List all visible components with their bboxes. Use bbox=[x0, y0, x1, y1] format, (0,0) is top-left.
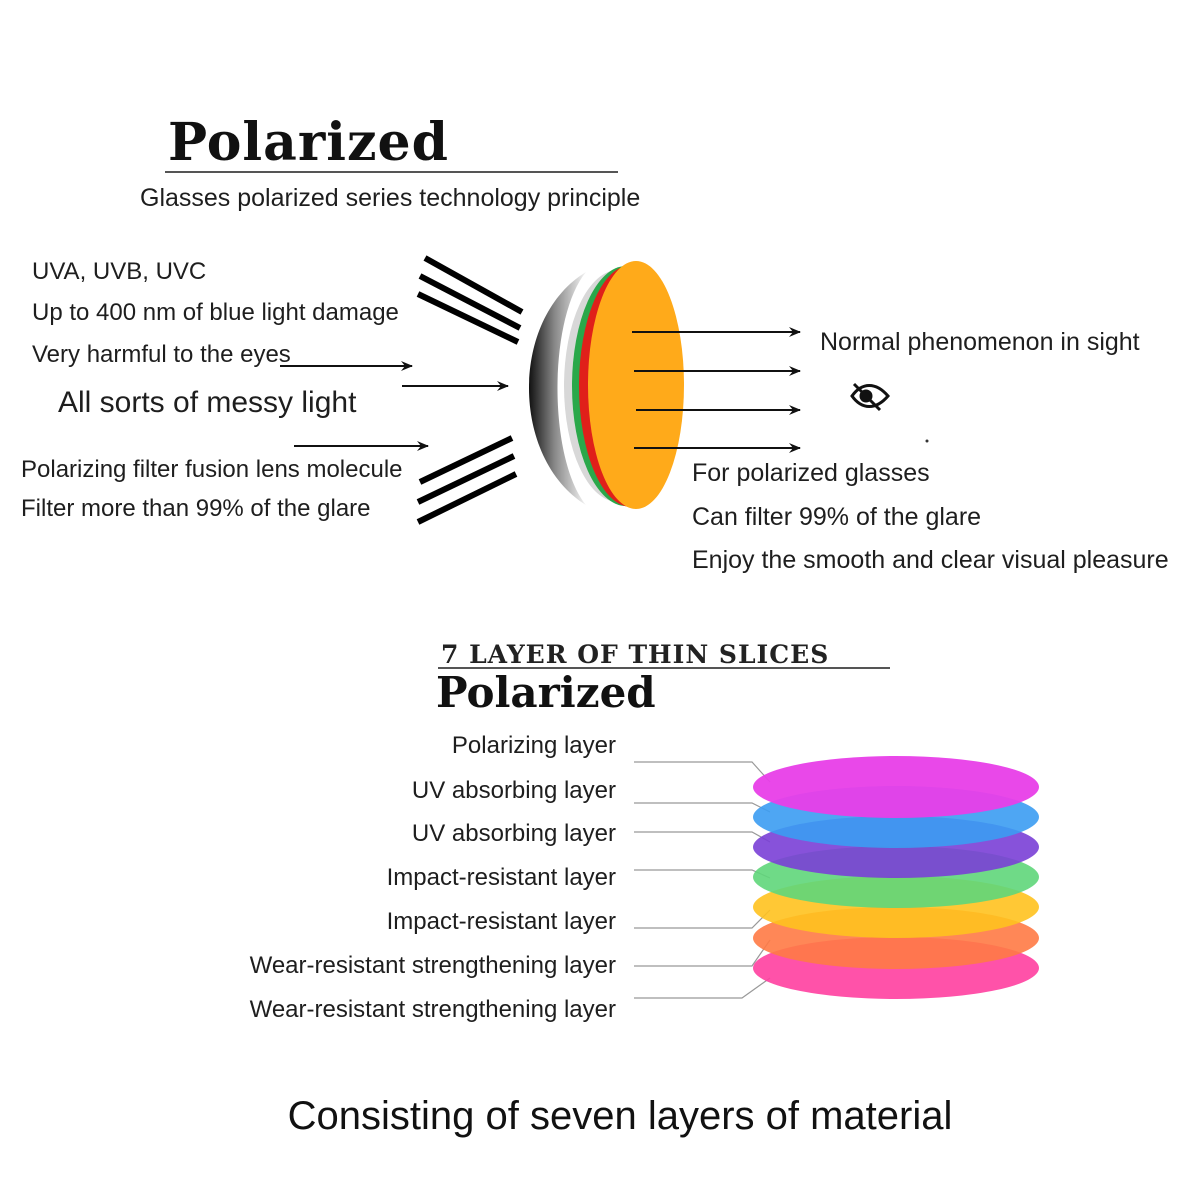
layer-disc-1 bbox=[753, 756, 1039, 818]
messy-light-label: All sorts of messy light bbox=[58, 386, 357, 419]
enjoy-label: Enjoy the smooth and clear visual pleasu… bbox=[692, 546, 1169, 574]
layer-label-4: Impact-resistant layer bbox=[386, 864, 616, 891]
layer-label-3: UV absorbing layer bbox=[411, 820, 616, 847]
layers-heading: 7 LAYER OF THIN SLICES bbox=[441, 640, 830, 669]
layer-label-5: Impact-resistant layer bbox=[386, 908, 616, 935]
uv-types-label: UVA, UVB, UVC bbox=[32, 258, 207, 285]
incoming-light-rays-top bbox=[416, 255, 524, 345]
title-underline bbox=[165, 171, 618, 173]
footer-caption: Consisting of seven layers of material bbox=[287, 1094, 953, 1138]
filter-fusion-label: Polarizing filter fusion lens molecule bbox=[21, 456, 403, 483]
layer-label-1: Polarizing layer bbox=[451, 732, 616, 759]
layers-title: Polarized bbox=[436, 668, 656, 717]
normal-sight-label: Normal phenomenon in sight bbox=[820, 328, 1140, 356]
layer-leader-lines bbox=[634, 761, 771, 999]
eye-icon bbox=[850, 382, 890, 412]
layers-heading-underline bbox=[438, 667, 890, 669]
incoming-light-rays-bottom bbox=[416, 435, 518, 525]
blue-light-label: Up to 400 nm of blue light damage bbox=[32, 299, 399, 326]
for-polarized-label: For polarized glasses bbox=[692, 459, 930, 487]
incoming-arrows bbox=[280, 361, 509, 451]
layer-label-6: Wear-resistant strengthening layer bbox=[249, 952, 616, 979]
harmful-label: Very harmful to the eyes bbox=[32, 341, 291, 368]
can-filter-label: Can filter 99% of the glare bbox=[692, 503, 982, 531]
layer-label-7: Wear-resistant strengthening layer bbox=[249, 996, 616, 1023]
polarized-lens bbox=[529, 261, 684, 509]
layer-label-2: UV absorbing layer bbox=[411, 777, 616, 804]
filter-glare-label: Filter more than 99% of the glare bbox=[21, 495, 371, 522]
main-title: Polarized bbox=[168, 112, 449, 173]
subtitle: Glasses polarized series technology prin… bbox=[140, 184, 641, 212]
layer-stack bbox=[753, 756, 1039, 999]
dot-mark bbox=[925, 439, 929, 443]
outgoing-arrows bbox=[632, 327, 801, 453]
